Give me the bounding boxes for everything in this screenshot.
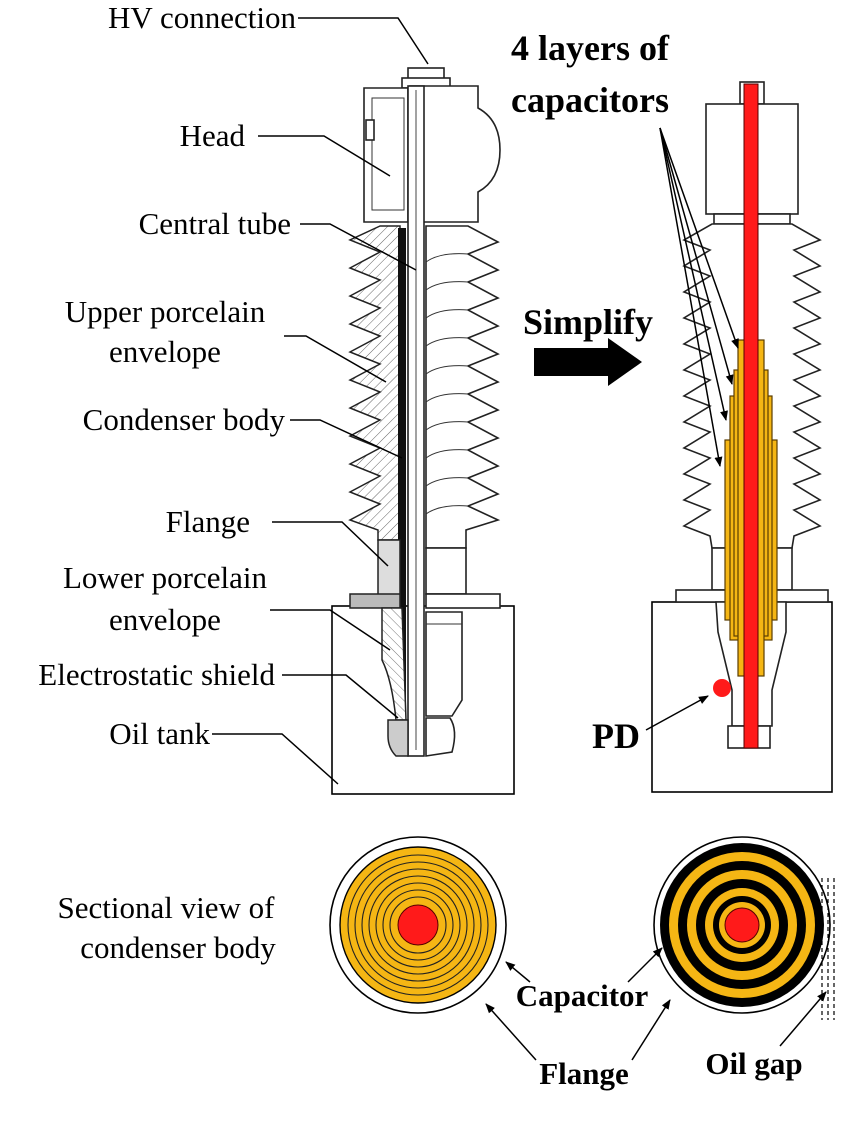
sectional-title-2: condenser body [80,930,276,965]
label-lower-porcelain-2: envelope [109,602,221,637]
simplify-label: Simplify [523,302,653,342]
label-upper-porcelain-2: envelope [109,334,221,369]
simplified-conductor [743,83,759,749]
label-head: Head [180,118,246,153]
label-capacitor: Capacitor [516,978,649,1013]
pd-dot [713,679,731,697]
electrostatic-shield [387,719,409,757]
upper-porcelain-right [425,225,501,549]
detailed-bushing [331,67,515,795]
label-flange: Flange [166,504,250,539]
simplified-bushing: 4 layers of capacitors PD [511,28,833,793]
label-electrostatic-shield: Electrostatic shield [38,657,275,692]
head [363,87,409,223]
simplify-arrow [534,338,642,386]
label-upper-porcelain-1: Upper porcelain [65,294,266,329]
sectional-views: Sectional view of condenser body [58,836,835,1091]
sectional-title-1: Sectional view of [58,890,276,925]
section-detailed [329,836,507,1014]
label-oil-gap: Oil gap [705,1046,802,1081]
component-labels: HV connection Head Central tube Upper po… [38,0,296,751]
label-oil-tank: Oil tank [109,716,210,751]
section-simplified [653,836,835,1020]
capacitor-layers-label-2: capacitors [511,80,669,120]
leader-lines [212,17,429,785]
pd-label: PD [592,716,640,756]
capacitor-layers-label-1: 4 layers of [511,28,670,68]
label-central-tube: Central tube [139,206,291,241]
label-lower-porcelain-1: Lower porcelain [63,560,267,595]
capacitor-layer-arrows [659,127,739,467]
flange [377,539,401,597]
section-arrows [485,947,827,1061]
label-flange-section: Flange [539,1056,629,1091]
upper-porcelain-left [348,225,401,541]
label-condenser-body: Condenser body [83,402,286,437]
label-hv-connection: HV connection [108,0,296,35]
